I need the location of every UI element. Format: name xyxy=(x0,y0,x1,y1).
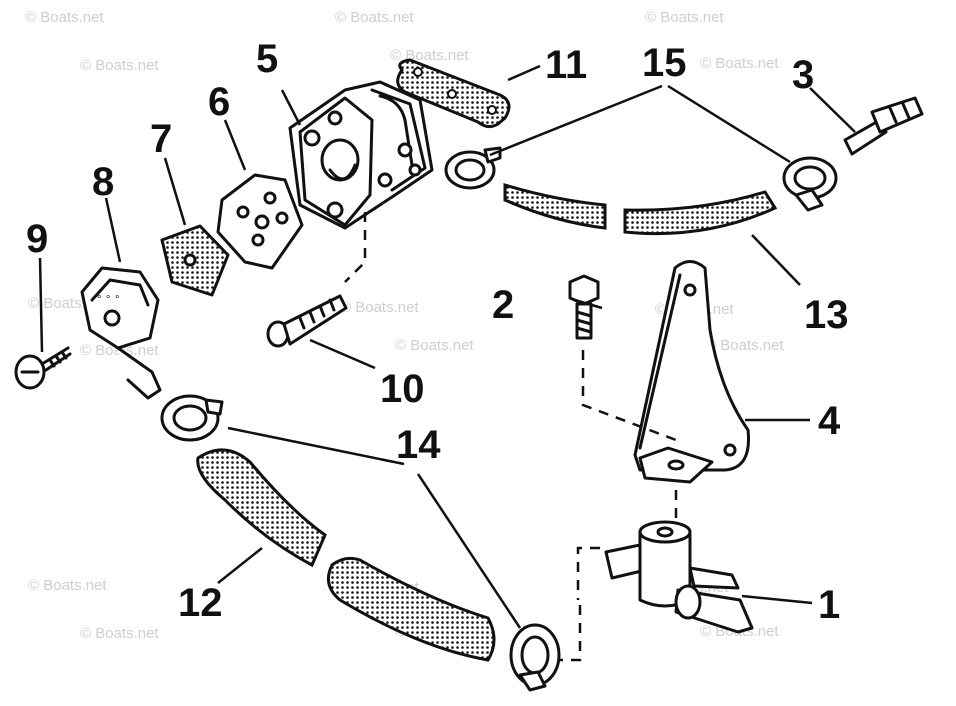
callout-10: 10 xyxy=(380,367,425,411)
callout-1: 1 xyxy=(818,583,840,627)
watermark: © Boats.net xyxy=(340,299,419,316)
part-3-hose-fitting xyxy=(843,96,924,156)
part-12-hose xyxy=(196,448,496,662)
callout-5: 5 xyxy=(256,37,278,81)
callout-11: 11 xyxy=(545,43,587,87)
part-4-bracket xyxy=(633,260,751,484)
watermark: © Boats.net xyxy=(645,9,724,26)
watermark: © Boats.net xyxy=(705,337,784,354)
callout-4: 4 xyxy=(818,399,841,443)
callout-2: 2 xyxy=(492,283,514,327)
part-6-valve-plate xyxy=(216,173,304,270)
part-11-gasket xyxy=(396,58,511,129)
callout-3: 3 xyxy=(792,53,814,97)
part-13-hose xyxy=(503,182,778,236)
callout-9: 9 xyxy=(26,217,48,261)
part-14-clamp-lower xyxy=(509,623,561,692)
callout-8: 8 xyxy=(92,160,114,204)
watermark: © Boats.net xyxy=(80,57,159,74)
part-7-diaphragm xyxy=(160,224,230,297)
callout-7: 7 xyxy=(150,117,172,161)
leader-lines xyxy=(38,64,856,629)
part-15-clamp-right xyxy=(782,156,838,212)
part-10-screw xyxy=(266,294,348,348)
callout-13: 13 xyxy=(804,293,849,337)
callout-labels: 5 6 7 8 9 11 15 3 13 2 10 4 14 1 12 xyxy=(26,37,849,627)
part-2-bolt xyxy=(568,274,600,340)
callout-12: 12 xyxy=(178,581,223,625)
watermark: © Boats.net xyxy=(28,577,107,594)
callout-15: 15 xyxy=(642,41,687,85)
callout-14: 14 xyxy=(396,423,441,467)
filter-cover-lettering: ∘ ∘ ∘ xyxy=(96,292,120,303)
callout-6: 6 xyxy=(208,80,230,124)
part-9-screw xyxy=(14,346,72,390)
part-14-clamp-upper xyxy=(160,394,224,442)
watermark: © Boats.net xyxy=(25,9,104,26)
assembly-lines xyxy=(344,212,678,662)
watermark: © Boats.net xyxy=(700,55,779,72)
watermark: © Boats.net xyxy=(395,337,474,354)
watermark: © Boats.net xyxy=(335,9,414,26)
part-5-fuel-pump xyxy=(288,80,434,230)
watermark: © Boats.net xyxy=(80,625,159,642)
part-1-shutoff-valve xyxy=(604,520,754,634)
part-8-filter-cover: ∘ ∘ ∘ xyxy=(80,266,162,400)
part-15-clamp-left xyxy=(444,146,502,190)
